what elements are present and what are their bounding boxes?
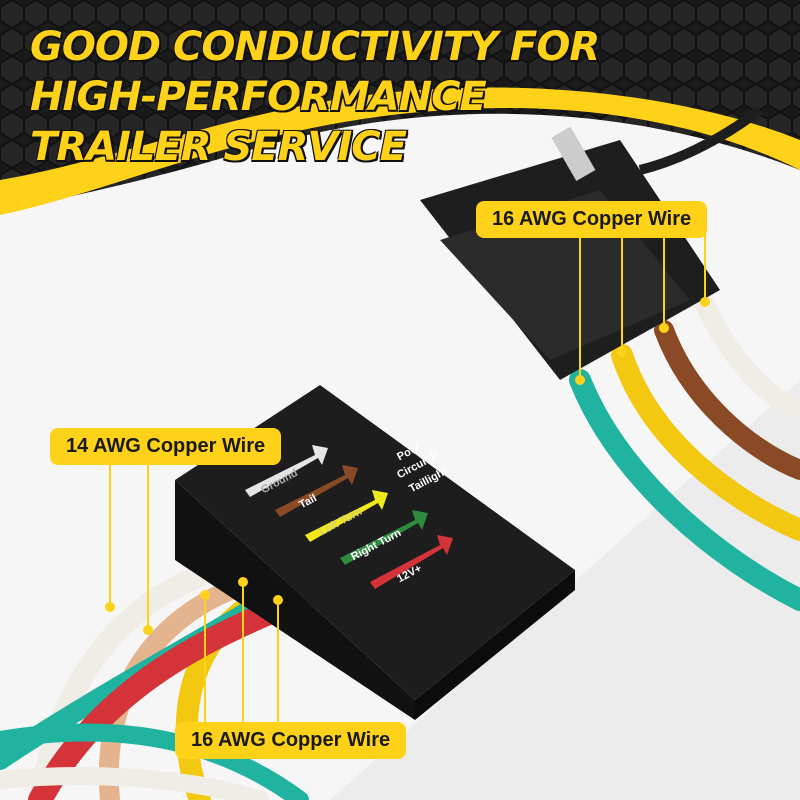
arrow-power	[370, 535, 453, 589]
headline: GOOD CONDUCTIVITY FOR HIGH-PERFORMANCE T…	[30, 24, 600, 170]
arrow-ground	[245, 445, 328, 497]
arrow-left-turn	[305, 490, 388, 542]
connector-wires	[569, 295, 800, 611]
box-wires	[0, 549, 312, 800]
arrow-right-turn	[340, 510, 428, 565]
callout-lines	[105, 233, 710, 722]
callout-14awg-box: 14 AWG Copper Wire	[50, 428, 282, 465]
callout-16awg-connector: 16 AWG Copper Wire	[476, 201, 708, 238]
yellow-swoosh	[0, 87, 800, 215]
callout-16awg-box: 16 AWG Copper Wire	[175, 722, 407, 759]
arrow-tail	[275, 465, 358, 517]
